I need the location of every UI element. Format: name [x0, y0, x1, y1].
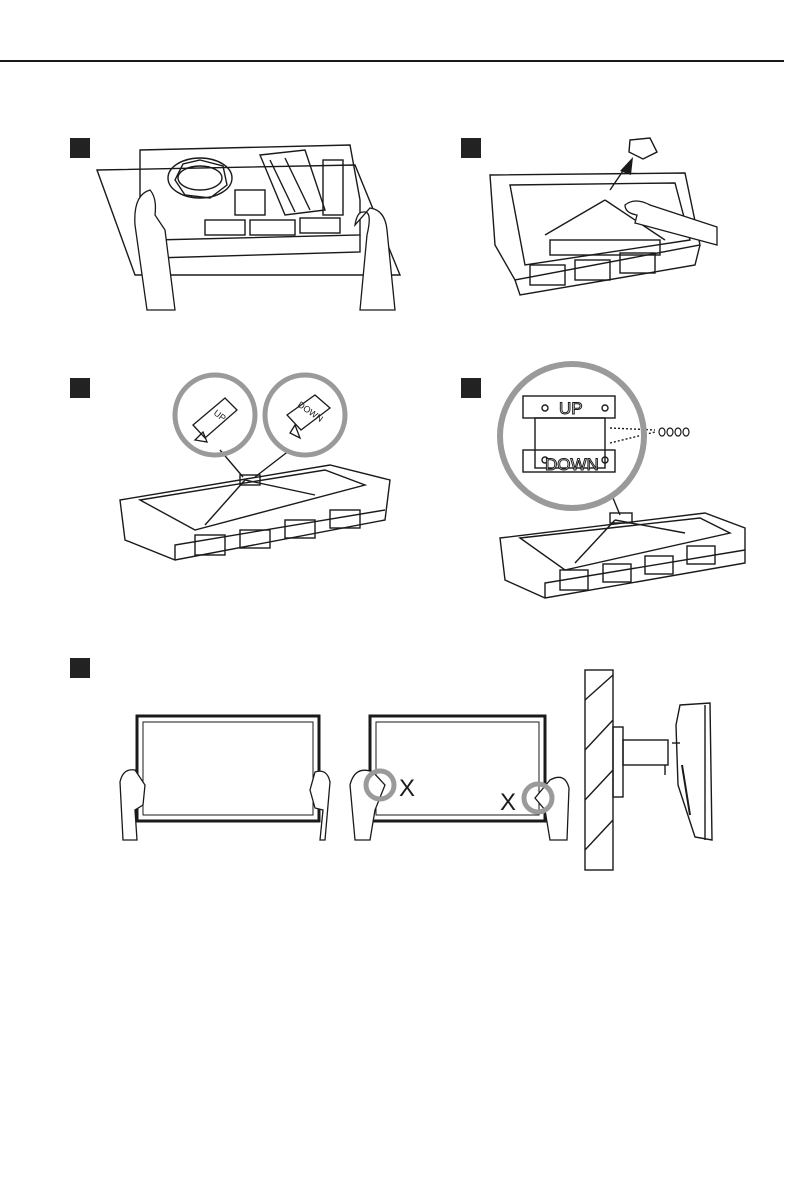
- step-badge-5: [70, 658, 90, 678]
- hand-icon: [350, 770, 569, 840]
- figure-bracket-orientation: UP DOWN: [115, 370, 395, 565]
- top-rule: [0, 60, 784, 62]
- label-down-small: DOWN: [296, 399, 325, 424]
- wrong-mark-right: X: [500, 789, 516, 816]
- figure-remove-stand: [485, 135, 720, 295]
- figure-correct-handling: [115, 710, 335, 845]
- screw-icon: [659, 428, 689, 436]
- label-up: UP: [559, 399, 583, 418]
- hand-icon: [120, 770, 330, 840]
- step-badge-2: [461, 138, 481, 158]
- figure-unpack-tray: [95, 140, 415, 315]
- wall-icon: [585, 670, 613, 870]
- step-badge-4: [461, 378, 481, 398]
- step-badge-1: [70, 138, 90, 158]
- figure-wrong-handling: X X: [345, 710, 575, 845]
- figure-wall-mount: [580, 665, 730, 875]
- step-badge-3: [70, 378, 90, 398]
- wrong-mark-left: X: [399, 775, 415, 802]
- figure-bracket-screws: UP DOWN: [495, 358, 755, 603]
- label-down: DOWN: [545, 455, 599, 474]
- hand-icon: [625, 201, 717, 245]
- callout-ring: [500, 364, 644, 508]
